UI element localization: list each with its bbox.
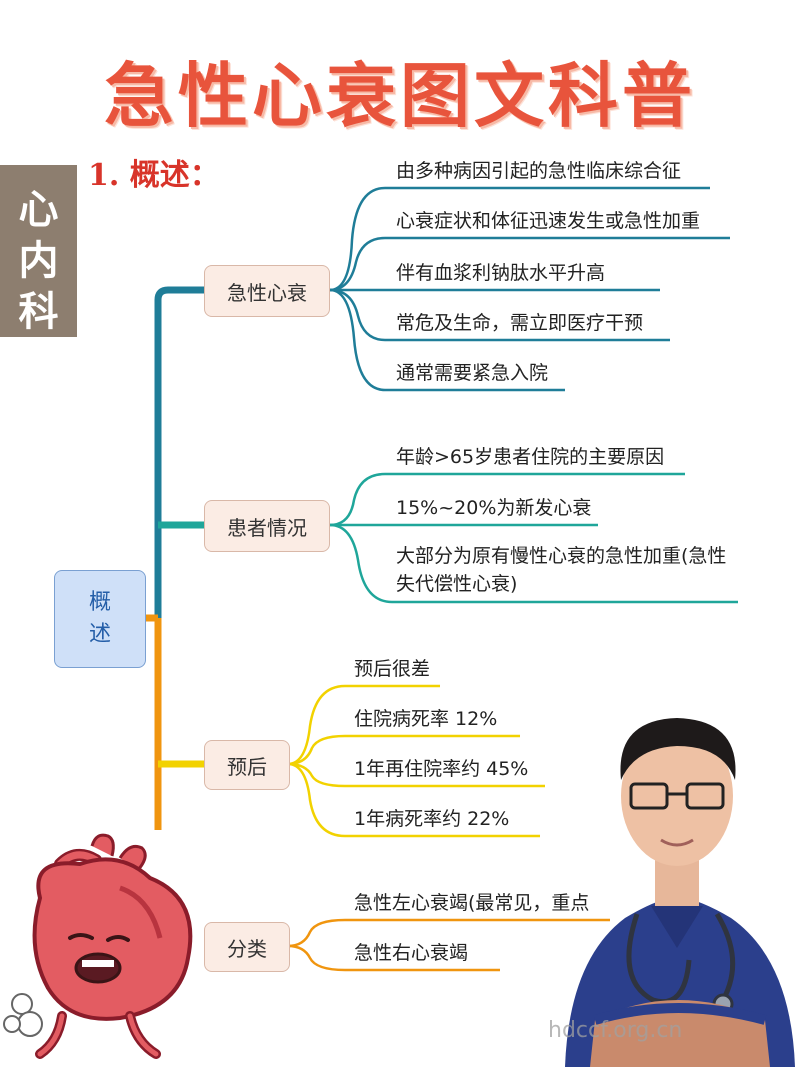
branch-node-acute: 急性心衰 [204, 265, 330, 317]
root-node: 概 述 [54, 570, 146, 668]
department-badge-char: 科 [18, 288, 59, 335]
leaf-prognosis: 1年再住院率约 45% [354, 758, 529, 780]
doctor-photo [565, 718, 795, 1067]
trunk-upper [154, 286, 208, 622]
leaf-acute: 心衰症状和体征迅速发生或急性加重 [396, 210, 701, 232]
leaf-acute: 由多种病因引起的急性临床综合征 [396, 160, 682, 182]
leaf-acute: 伴有血浆利钠肽水平升高 [396, 262, 606, 284]
leaf-patient: 大部分为原有慢性心衰的急性加重(急性失代偿性心衰) [396, 545, 727, 595]
acute-leaf-lines [329, 186, 730, 392]
leaf-prognosis: 1年病死率约 22% [354, 808, 510, 830]
watermark: hdccf.org.cn [548, 1018, 683, 1043]
leaf-patient: 15%~20%为新发心衰 [396, 497, 592, 519]
leaf-prognosis: 住院病死率 12% [354, 708, 498, 730]
branch-node-prognosis: 预后 [204, 740, 290, 790]
department-badge-char: 内 [18, 237, 59, 284]
section-heading: 1. 概述： [88, 158, 220, 193]
leaf-acute: 通常需要紧急入院 [396, 362, 549, 384]
branch-node-patient: 患者情况 [204, 500, 330, 552]
root-node-char: 述 [88, 622, 111, 647]
patient-leaf-lines [329, 472, 738, 604]
leaf-classification: 急性左心衰竭(最常见，重点 [354, 892, 590, 914]
branch-node-classification: 分类 [204, 922, 290, 972]
department-badge-char: 心 [18, 186, 59, 233]
leaf-prognosis: 预后很差 [354, 658, 431, 680]
root-node-char: 概 [88, 590, 111, 615]
cartoon-heart-illustration [3, 833, 193, 1059]
leaf-patient: 年龄>65岁患者住院的主要原因 [396, 446, 665, 468]
page-title: 急性心衰图文科普 [104, 55, 696, 137]
leaf-classification: 急性右心衰竭 [354, 942, 469, 964]
department-badge: 心 内 科 [0, 165, 77, 337]
leaf-acute: 常危及生命，需立即医疗干预 [396, 312, 644, 334]
classification-leaf-lines [287, 918, 610, 972]
prognosis-leaf-lines [287, 684, 545, 838]
